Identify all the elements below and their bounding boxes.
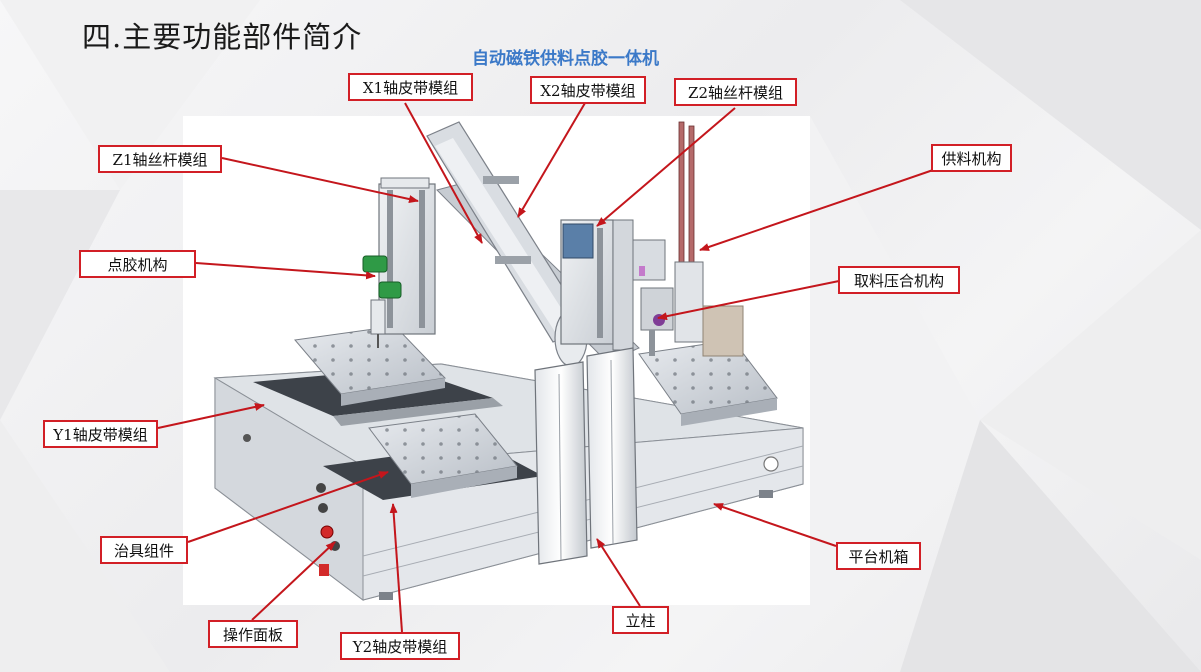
- label-z1-screw-module: Z1轴丝杆模组: [98, 145, 222, 173]
- dispensing-head: [362, 255, 402, 348]
- diagram-subtitle: 自动磁铁供料点胶一体机: [472, 49, 659, 69]
- label-z2-screw-module: Z2轴丝杆模组: [674, 78, 797, 106]
- label-feeding-mechanism: 供料机构: [931, 144, 1012, 172]
- label-fixture-assembly: 治具组件: [100, 536, 188, 564]
- machine-drawing: [213, 121, 804, 602]
- label-operation-panel: 操作面板: [208, 620, 298, 648]
- label-dispensing-mechanism: 点胶机构: [79, 250, 196, 278]
- label-column: 立柱: [612, 606, 669, 634]
- fixture-plate-left: [294, 325, 447, 406]
- z2-module: [560, 219, 634, 351]
- machine-illustration: [183, 116, 810, 605]
- label-y2-belt-module: Y2轴皮带模组: [340, 632, 460, 660]
- fixture-plate-front: [368, 413, 518, 498]
- pick-press-shape: [640, 287, 674, 356]
- label-x1-belt-module: X1轴皮带模组: [348, 73, 473, 101]
- columns: [534, 347, 638, 565]
- page-title: 四.主要功能部件简介: [82, 20, 363, 54]
- label-platform-cabinet: 平台机箱: [836, 542, 921, 570]
- fixture-plate-right: [638, 339, 778, 426]
- label-y1-belt-module: Y1轴皮带模组: [43, 420, 158, 448]
- z1-module: [378, 177, 436, 335]
- label-pick-press-mechanism: 取料压合机构: [838, 266, 960, 294]
- label-x2-belt-module: X2轴皮带模组: [530, 76, 646, 104]
